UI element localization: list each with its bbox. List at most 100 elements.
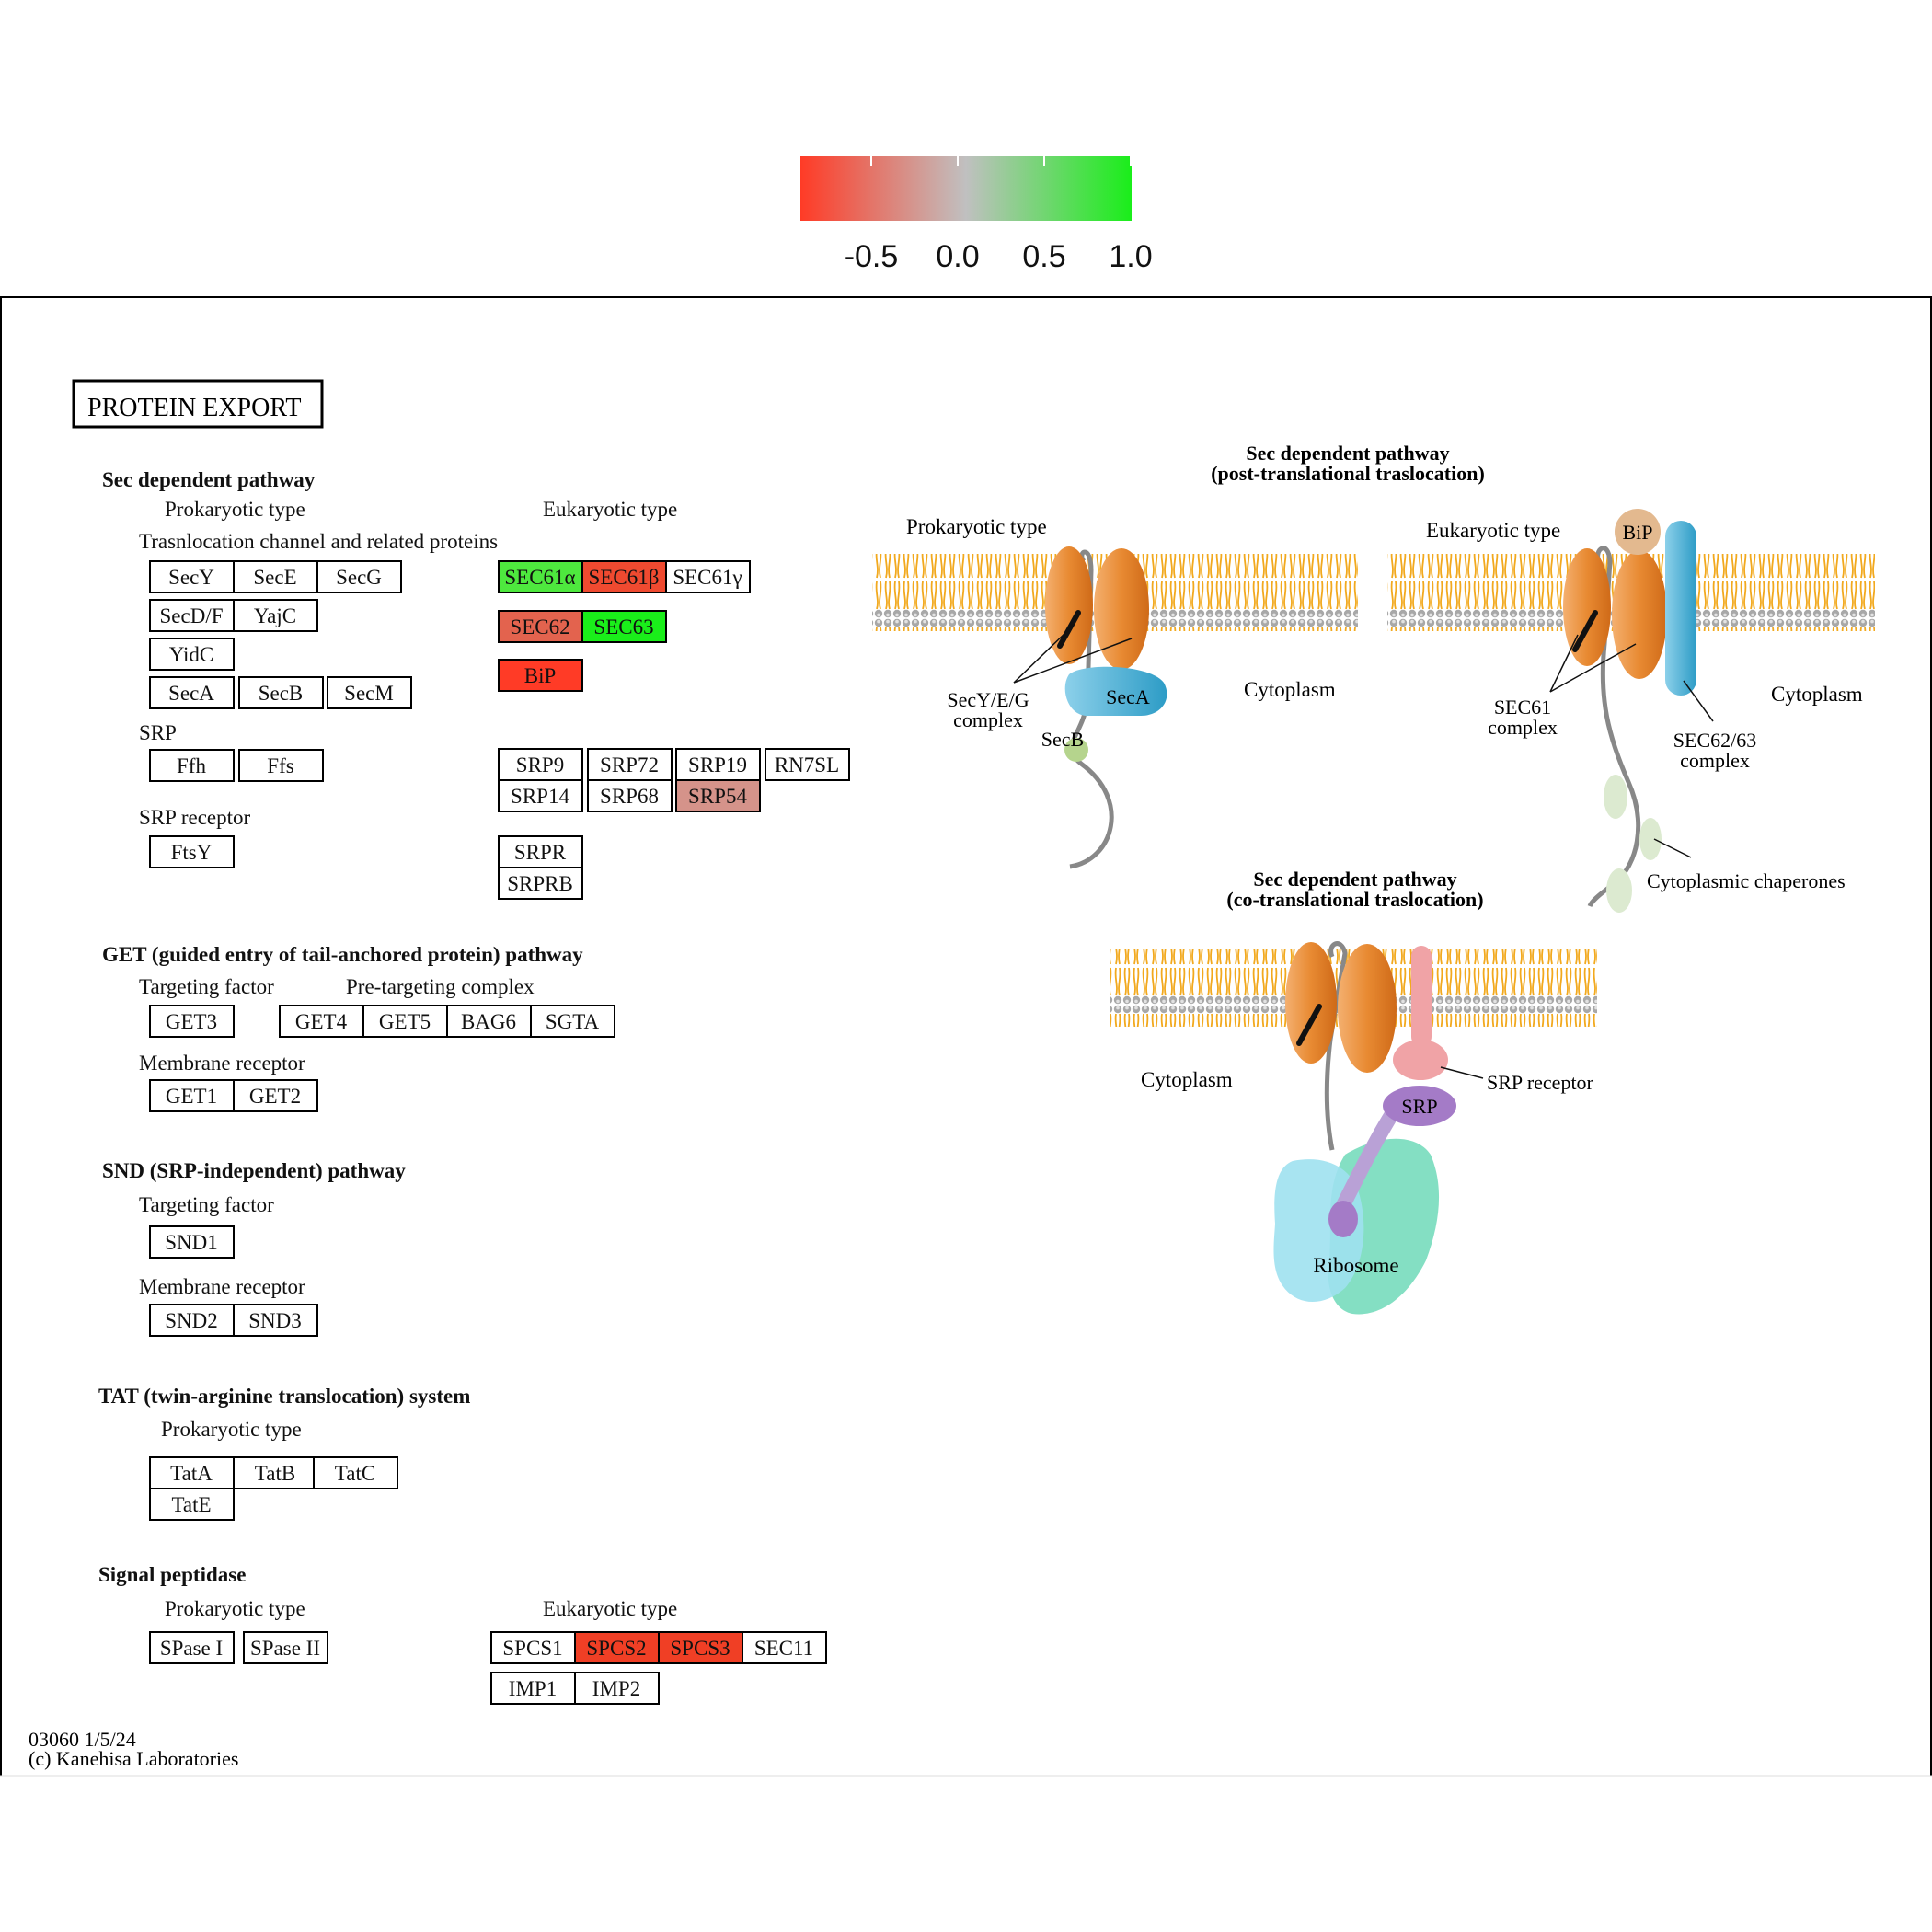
gene-box-snd3[interactable]: SND3 [233,1304,318,1337]
gene-box-srp19[interactable]: SRP19 [675,748,761,781]
gene-label: SecB [259,682,304,705]
gene-label: YajC [254,604,296,627]
gene-box-spase2[interactable]: SPase II [243,1631,328,1664]
sec-heading: Sec dependent pathway [102,468,316,491]
gene-box-srp68[interactable]: SRP68 [587,779,673,812]
chaperone-shape [1606,868,1632,913]
gene-box-imp1[interactable]: IMP1 [490,1672,576,1705]
gene-box-secy[interactable]: SecY [149,560,235,593]
gene-box-sece[interactable]: SecE [233,560,318,593]
gene-box-sgta[interactable]: SGTA [530,1005,615,1038]
secb-shape [1064,738,1088,762]
gene-box-sec62[interactable]: SEC62 [498,610,583,643]
srp-shape [1383,1086,1456,1126]
colorbar-tick: 1.0 [1109,239,1152,274]
srp-head [1328,1201,1358,1237]
gene-label: SRP14 [511,785,569,808]
gene-label: SEC11 [754,1637,813,1660]
gene-box-sec61a[interactable]: SEC61α [498,560,583,593]
gene-box-sec61g[interactable]: SEC61γ [665,560,751,593]
bip-label: BiP [1622,521,1652,544]
get-targeting-label: Targeting factor [139,975,274,998]
gene-label: YidC [169,643,214,666]
footer-copyright: (c) Kanehisa Laboratories [29,1747,238,1770]
sec-srp-label: SRP [139,721,177,744]
gene-box-imp2[interactable]: IMP2 [574,1672,660,1705]
colorbar-tick: -0.5 [845,239,899,274]
gene-box-spcs3[interactable]: SPCS3 [658,1631,743,1664]
sec61-channel-right [1612,550,1667,679]
cytoplasm-label-2: Cytoplasm [1771,683,1863,706]
gene-label: IMP1 [509,1677,557,1700]
gene-label: Ffh [177,754,206,777]
colorbar-tick: 0.5 [1022,239,1065,274]
gene-box-tatb[interactable]: TatB [233,1456,318,1489]
tat-heading: TAT (twin-arginine translocation) system [98,1385,470,1408]
gene-box-get3[interactable]: GET3 [149,1005,235,1038]
gene-box-secm[interactable]: SecM [327,676,412,709]
gene-box-yidc[interactable]: YidC [149,638,235,671]
gene-box-sec61b[interactable]: SEC61β [581,560,667,593]
gene-label: SPCS1 [502,1637,562,1660]
gene-label: SecA [168,682,214,705]
map-frame [0,296,1932,1777]
gene-box-srp9[interactable]: SRP9 [498,748,583,781]
sec-channel-label: Trasnlocation channel and related protei… [139,530,498,553]
gene-label: SRPR [514,841,567,864]
section-labels: Sec dependent pathway Prokaryotic type E… [98,468,677,1620]
ribosome-label: Ribosome [1313,1254,1398,1277]
gene-label: GET3 [166,1010,217,1033]
gene-box-sec11[interactable]: SEC11 [742,1631,827,1664]
gene-box-snd1[interactable]: SND1 [149,1225,235,1259]
gene-box-secb[interactable]: SecB [238,676,324,709]
gene-box-secdf[interactable]: SecD/F [149,599,235,632]
seca-shape [1064,666,1167,716]
post-prok-label: Prokaryotic type [906,515,1047,538]
sp-heading: Signal peptidase [98,1563,246,1586]
gene-box-get2[interactable]: GET2 [233,1079,318,1112]
gene-box-tate[interactable]: TatE [149,1488,235,1521]
gene-label: RN7SL [775,753,839,776]
colorbar-tick: 0.0 [936,239,979,274]
gene-box-srp14[interactable]: SRP14 [498,779,583,812]
gene-box-ftsy[interactable]: FtsY [149,835,235,868]
gene-box-tata[interactable]: TatA [149,1456,235,1489]
gene-box-ffh[interactable]: Ffh [149,749,235,782]
secb-label: SecB [1041,728,1084,751]
gene-box-yajc[interactable]: YajC [233,599,318,632]
bip-shape [1615,509,1661,555]
chaperone-shape [1639,818,1662,860]
gene-box-seca[interactable]: SecA [149,676,235,709]
gene-box-srpr[interactable]: SRPR [498,835,583,868]
seca-label: SecA [1106,685,1150,708]
gene-box-rn7sl[interactable]: RN7SL [765,748,850,781]
gene-box-bag6[interactable]: BAG6 [446,1005,532,1038]
gene-box-spcs2[interactable]: SPCS2 [574,1631,660,1664]
gene-box-bip[interactable]: BiP [498,659,583,692]
gene-box-sec63[interactable]: SEC63 [581,610,667,643]
get-membrane-label: Membrane receptor [139,1052,305,1075]
gene-box-snd2[interactable]: SND2 [149,1304,235,1337]
gene-box-tatc[interactable]: TatC [313,1456,398,1489]
gene-box-srp72[interactable]: SRP72 [587,748,673,781]
gene-label: BAG6 [461,1010,516,1033]
cytoplasm-label-co: Cytoplasm [1141,1068,1233,1091]
gene-label: SRPRB [507,872,573,895]
gene-box-get1[interactable]: GET1 [149,1079,235,1112]
gene-box-srprb[interactable]: SRPRB [498,867,583,900]
gene-box-spase1[interactable]: SPase I [149,1631,235,1664]
gene-box-secg[interactable]: SecG [316,560,402,593]
gene-label: SecG [336,566,382,589]
sec6263-label-2: complex [1680,749,1750,772]
gene-box-get4[interactable]: GET4 [279,1005,364,1038]
sec61-label-1: SEC61 [1494,696,1551,719]
gene-box-ffs[interactable]: Ffs [238,749,324,782]
gene-label: TatB [255,1462,295,1485]
gene-box-spcs1[interactable]: SPCS1 [490,1631,576,1664]
gene-label: SPase I [160,1637,223,1660]
gene-box-get5[interactable]: GET5 [362,1005,448,1038]
gene-label: SEC61β [589,566,660,589]
gene-label: SRP68 [600,785,659,808]
gene-box-srp54[interactable]: SRP54 [675,779,761,812]
map-title-box: PROTEIN EXPORT [72,379,324,429]
